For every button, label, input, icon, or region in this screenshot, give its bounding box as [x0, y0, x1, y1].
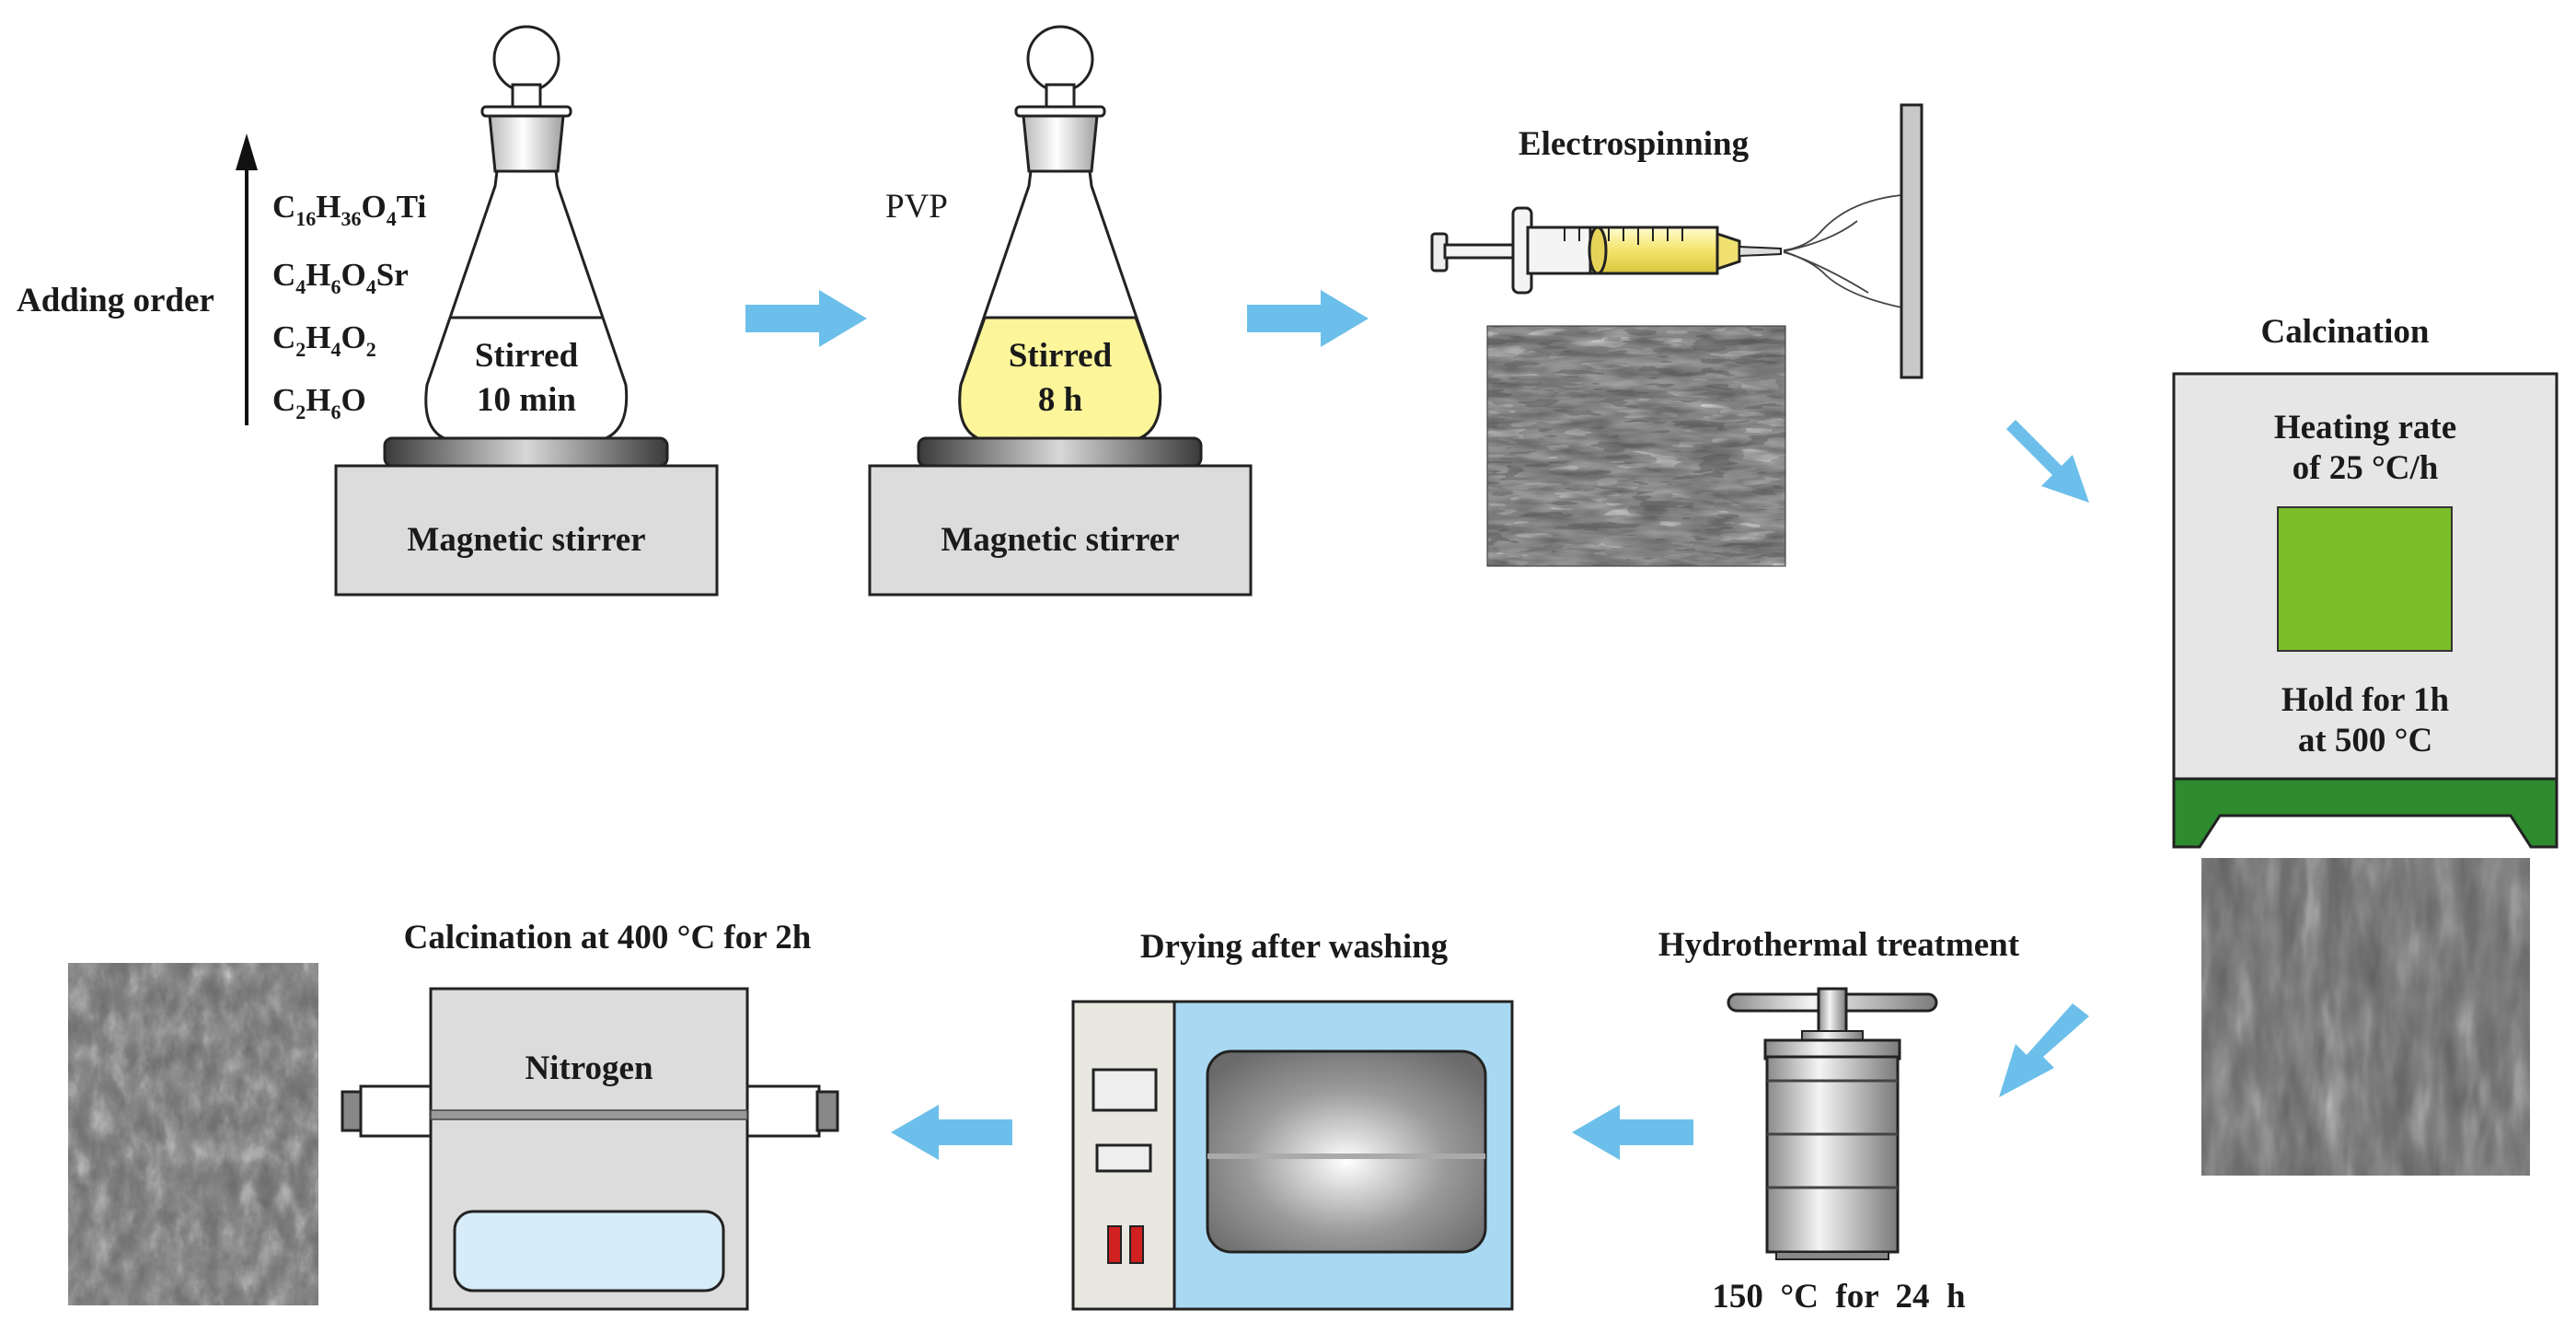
adding-order-label: Adding order [17, 282, 214, 319]
sem-image-final-product [68, 963, 318, 1305]
stirrer-2-plate [917, 436, 1203, 468]
arrow-step5-to-step6 [1572, 1105, 1693, 1160]
reagent-2: C4H6O4Sr [272, 257, 409, 298]
step7-group: Calcination at 400 °C for 2h Nitrogen [68, 919, 839, 1311]
electrospinning-title: Electrospinning [1519, 125, 1750, 163]
step4-group: Calcination Heating rate of 25 °C/h Hold… [2172, 313, 2559, 1176]
stirrer-2-label: Magnetic stirrer [941, 521, 1179, 559]
flask-stopper-knob [492, 25, 560, 93]
oven-display [1092, 1068, 1158, 1112]
oven-indicator [1095, 1143, 1152, 1173]
oven-button-1 [1107, 1225, 1122, 1264]
final-calcination-title: Calcination at 400 °C for 2h [404, 919, 812, 956]
calcination-title: Calcination [2261, 313, 2430, 351]
furnace-boat [453, 1210, 725, 1292]
step1-group: Adding order C16H36O4Ti C4H6O4Sr C2H4O2 … [17, 25, 719, 597]
sem-image-calcined-fibers [2201, 858, 2530, 1176]
arrow-step1-to-step2 [745, 290, 867, 347]
flask-1: Stirred 10 min [424, 25, 629, 444]
pvp-label: PVP [885, 188, 948, 226]
stirrer-1-label: Magnetic stirrer [407, 521, 645, 559]
reagent-3: C2H4O2 [272, 319, 376, 361]
step3-group: Electrospinning [1430, 103, 1923, 567]
magnetic-stirrer-2 [868, 464, 1253, 597]
reagent-1: C16H36O4Ti [272, 189, 426, 230]
nitrogen-label: Nitrogen [525, 1049, 653, 1087]
step2-group: PVP Stirred 8 h Magnetic stirrer [868, 25, 1253, 597]
drying-title: Drying after washing [1140, 928, 1449, 966]
syringe [1430, 206, 1782, 295]
autoclave [1727, 987, 1938, 1260]
adding-order-arrowhead [236, 133, 258, 170]
flask-1-line1: Stirred [475, 337, 579, 375]
arrow-step2-to-step3 [1247, 290, 1369, 347]
hydrothermal-condition: 150 °C for 24 h [1712, 1278, 1966, 1316]
flask-1-line2: 10 min [477, 381, 576, 419]
oven-window [1206, 1049, 1487, 1254]
stirrer-1-plate [383, 436, 669, 468]
magnetic-stirrer-1 [334, 464, 719, 597]
oven-button-2 [1129, 1225, 1144, 1264]
spinning-jet [1783, 194, 1902, 308]
furnace-sample [2277, 506, 2453, 652]
step5-group: Hydrothermal treatment 150 °C for 24 h [1658, 926, 2020, 1316]
arrow-step6-to-step7 [891, 1105, 1012, 1160]
tube-end-right [744, 1084, 821, 1138]
collector-plate [1900, 103, 1923, 379]
heating-rate-line1: Heating rate [2274, 409, 2456, 446]
hold-line1: Hold for 1h [2281, 681, 2450, 719]
furnace-base [2172, 777, 2559, 849]
step6-group: Drying after washing [1071, 928, 1514, 1311]
reagent-4: C2H6O [272, 382, 366, 423]
sem-image-nanofibers [1486, 325, 1786, 567]
hydrothermal-title: Hydrothermal treatment [1658, 926, 2020, 964]
arrow-step4-to-step5 [1999, 1003, 2089, 1097]
tube-end-left [359, 1084, 436, 1138]
flask-2: Stirred 8 h [958, 25, 1162, 444]
heating-rate-line2: of 25 °C/h [2293, 449, 2439, 487]
flask-2-line1: Stirred [1009, 337, 1113, 375]
arrow-step3-to-step4 [2006, 420, 2089, 503]
hold-line2: at 500 °C [2298, 722, 2432, 759]
flask-2-line2: 8 h [1038, 381, 1083, 419]
quartz-tube [430, 1109, 748, 1120]
